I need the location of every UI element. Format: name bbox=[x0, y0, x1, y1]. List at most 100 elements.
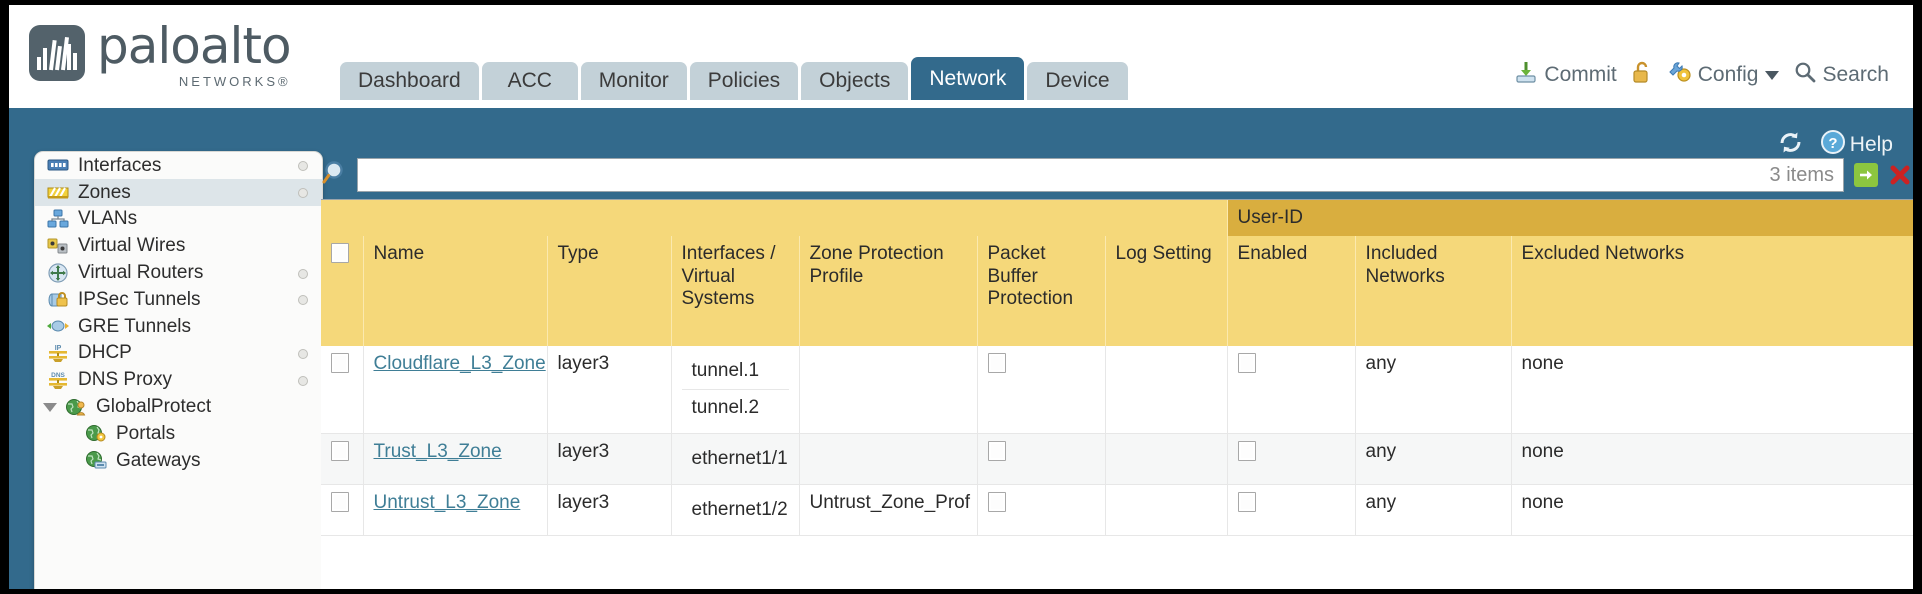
tab-monitor[interactable]: Monitor bbox=[580, 62, 687, 100]
sidebar-item-label: GlobalProtect bbox=[96, 396, 212, 418]
sidebar-item-status-dot bbox=[298, 375, 308, 386]
commit-button[interactable]: Commit bbox=[1513, 59, 1617, 91]
included-networks-cell: any bbox=[1355, 484, 1512, 537]
packet-buffer-protection-cell[interactable] bbox=[977, 346, 1106, 435]
tab-device[interactable]: Device bbox=[1027, 62, 1128, 100]
sidebar-item-portals[interactable]: Portals bbox=[35, 420, 322, 447]
brand-name: paloalto bbox=[97, 17, 292, 75]
svg-text:DNS: DNS bbox=[51, 372, 65, 379]
column-header-packet-buffer-protection[interactable]: Packet Buffer Protection bbox=[977, 236, 1106, 347]
column-header-enabled[interactable]: Enabled bbox=[1227, 236, 1356, 347]
userid-enabled-cell[interactable] bbox=[1227, 346, 1356, 435]
refresh-icon bbox=[1777, 130, 1804, 161]
search-input[interactable]: 3 items bbox=[357, 158, 1844, 192]
tab-objects[interactable]: Objects bbox=[801, 62, 909, 100]
row-select-checkbox[interactable] bbox=[331, 441, 349, 462]
interface-value: ethernet1/1 bbox=[691, 448, 788, 470]
column-header-interfaces[interactable]: Interfaces / Virtual Systems bbox=[671, 236, 800, 347]
column-header-name[interactable]: Name bbox=[363, 236, 548, 347]
packet-buffer-protection-cell[interactable] bbox=[977, 433, 1106, 486]
userid-enabled-cell[interactable] bbox=[1227, 433, 1356, 486]
brand-logo: paloalto NETWORKS® bbox=[29, 17, 292, 89]
row-select-cell[interactable] bbox=[321, 346, 364, 435]
sidebar-item-ipsec-tunnels[interactable]: IPSec Tunnels bbox=[35, 286, 322, 313]
userid-enabled-checkbox[interactable] bbox=[1237, 492, 1256, 513]
packet-buffer-protection-checkbox[interactable] bbox=[987, 492, 1006, 513]
row-select-cell[interactable] bbox=[321, 484, 364, 537]
gre-tunnels-icon bbox=[45, 316, 71, 336]
zones-content-panel: 3 items bbox=[321, 151, 1913, 589]
commit-icon bbox=[1513, 59, 1539, 91]
log-setting-cell bbox=[1105, 484, 1228, 537]
included-networks-cell: any bbox=[1355, 433, 1512, 486]
userid-enabled-checkbox[interactable] bbox=[1237, 353, 1256, 374]
zone-name-link[interactable]: Trust_L3_Zone bbox=[373, 441, 502, 463]
userid-enabled-checkbox[interactable] bbox=[1237, 441, 1256, 462]
tab-dashboard[interactable]: Dashboard bbox=[340, 62, 479, 100]
sidebar-item-globalprotect[interactable]: GlobalProtect bbox=[35, 393, 322, 420]
row-select-cell[interactable] bbox=[321, 433, 364, 486]
sidebar-item-virtual-wires[interactable]: Virtual Wires bbox=[35, 232, 322, 259]
column-header-included-networks[interactable]: Included Networks bbox=[1355, 236, 1512, 347]
unlock-icon bbox=[1631, 59, 1653, 91]
column-header-type[interactable]: Type bbox=[547, 236, 672, 347]
virtual-routers-icon bbox=[45, 262, 71, 283]
packet-buffer-protection-checkbox[interactable] bbox=[987, 353, 1006, 374]
expand-triangle-icon[interactable] bbox=[43, 402, 57, 412]
dhcp-icon: IP bbox=[45, 343, 71, 363]
sidebar-item-gre-tunnels[interactable]: GRE Tunnels bbox=[35, 313, 322, 340]
sidebar-item-label: GRE Tunnels bbox=[78, 315, 191, 337]
zones-table-wrapper: User-ID Name Type Interfaces / Virtual S… bbox=[321, 199, 1913, 589]
sidebar-item-virtual-routers[interactable]: Virtual Routers bbox=[35, 259, 322, 286]
sidebar-item-interfaces[interactable]: Interfaces bbox=[35, 152, 322, 179]
portals-icon bbox=[83, 423, 109, 443]
column-header-excluded-networks[interactable]: Excluded Networks bbox=[1511, 236, 1913, 347]
sidebar-item-gateways[interactable]: Gateways bbox=[35, 447, 322, 474]
tab-acc[interactable]: ACC bbox=[481, 62, 578, 100]
apply-filter-button[interactable] bbox=[1854, 163, 1878, 187]
sidebar-item-zones[interactable]: Zones bbox=[35, 178, 322, 206]
refresh-button[interactable] bbox=[1777, 130, 1804, 161]
config-menu[interactable]: Config bbox=[1667, 59, 1780, 91]
sidebar-item-label: Virtual Wires bbox=[78, 235, 186, 257]
tab-network[interactable]: Network bbox=[911, 57, 1025, 100]
packet-buffer-protection-cell[interactable] bbox=[977, 484, 1106, 537]
sidebar-item-label: Gateways bbox=[116, 449, 201, 471]
interface-value: ethernet1/2 bbox=[691, 499, 788, 521]
brand-tagline: NETWORKS® bbox=[178, 74, 291, 89]
sidebar-item-vlans[interactable]: VLANs bbox=[35, 206, 322, 233]
zone-type-cell: layer3 bbox=[547, 484, 672, 537]
column-header-log-setting[interactable]: Log Setting bbox=[1105, 236, 1228, 347]
search-button[interactable]: Search bbox=[1793, 60, 1889, 90]
column-header-zone-protection-profile[interactable]: Zone Protection Profile bbox=[799, 236, 978, 347]
band-actions: ? Help bbox=[1761, 129, 1893, 161]
filter-search-icon[interactable] bbox=[321, 158, 351, 193]
lock-button[interactable] bbox=[1631, 59, 1653, 91]
tab-policies[interactable]: Policies bbox=[689, 62, 799, 100]
clear-filter-button[interactable] bbox=[1887, 162, 1913, 188]
select-all-header[interactable] bbox=[321, 236, 364, 347]
item-count-label: 3 items bbox=[1769, 163, 1834, 186]
zone-name-cell: Trust_L3_Zone bbox=[363, 433, 548, 486]
zone-protection-profile-cell bbox=[799, 433, 978, 486]
select-all-checkbox[interactable] bbox=[331, 243, 349, 264]
packet-buffer-protection-checkbox[interactable] bbox=[987, 441, 1006, 462]
sidebar-item-label: Interfaces bbox=[78, 154, 162, 176]
row-select-checkbox[interactable] bbox=[331, 353, 349, 374]
interfaces-icon bbox=[45, 155, 71, 175]
zone-type-cell: layer3 bbox=[547, 346, 672, 435]
zone-name-link[interactable]: Untrust_L3_Zone bbox=[373, 492, 521, 514]
userid-enabled-cell[interactable] bbox=[1227, 484, 1356, 537]
row-select-checkbox[interactable] bbox=[331, 492, 349, 513]
help-button[interactable]: ? Help bbox=[1820, 129, 1893, 161]
group-header-spacer bbox=[321, 200, 1228, 237]
zone-name-link[interactable]: Cloudflare_L3_Zone bbox=[373, 353, 546, 375]
